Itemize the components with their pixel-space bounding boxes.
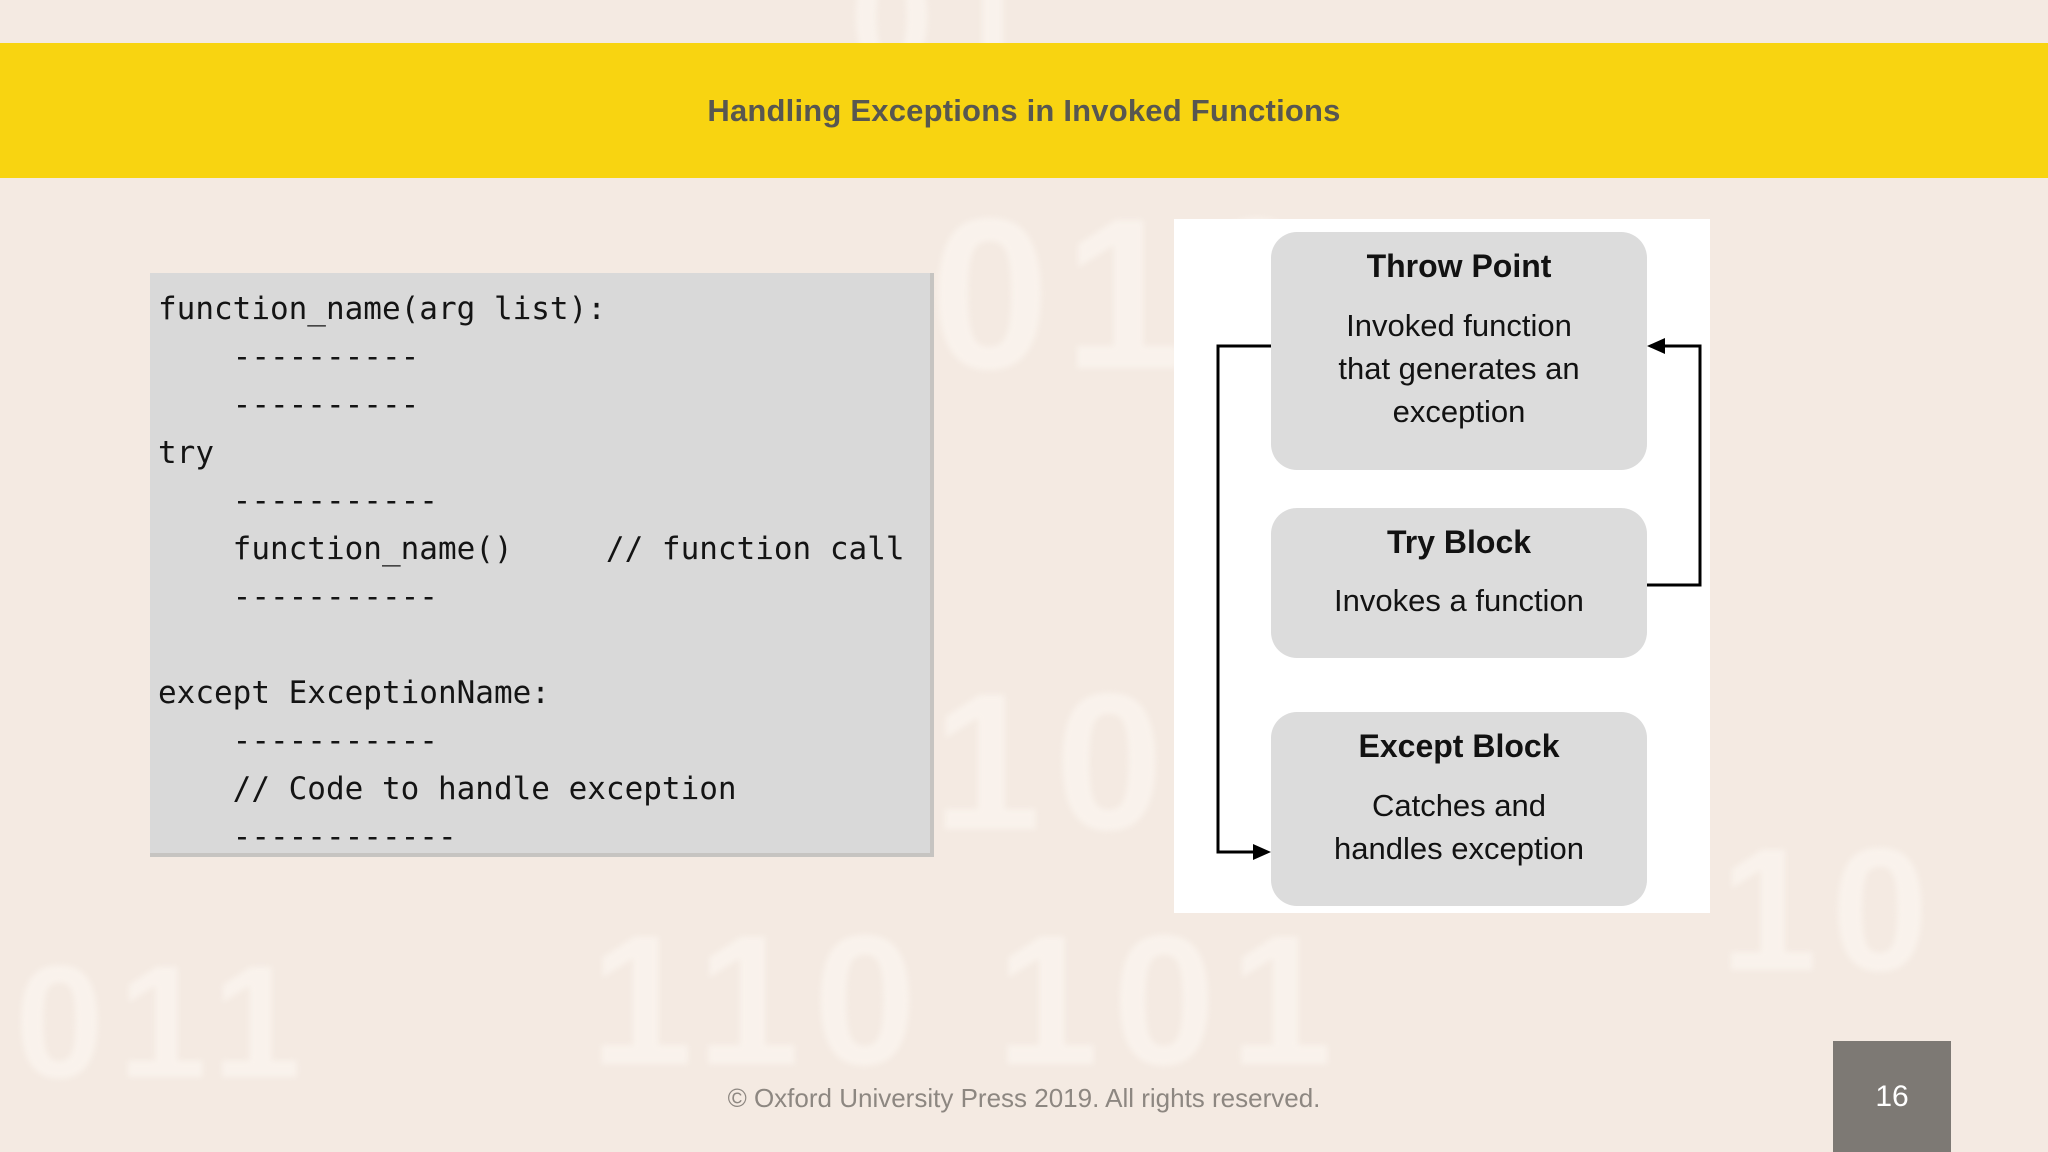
diagram-box-try-block: Try Block Invokes a function [1271, 508, 1647, 658]
throw-to-except-connector [1216, 344, 1271, 854]
arrow-into-except-icon [1253, 844, 1271, 860]
diagram-box-except-block: Except Block Catches and handles excepti… [1271, 712, 1647, 906]
box-title: Except Block [1358, 728, 1560, 764]
box-body: Catches and handles exception [1334, 787, 1584, 866]
code-text: function_name(arg list): ---------- ----… [158, 291, 905, 855]
box-body: Invoked function that generates an excep… [1338, 308, 1580, 429]
watermark-digits: 011 [15, 932, 316, 1111]
title-banner: Handling Exceptions in Invoked Functions [0, 43, 2048, 178]
watermark-digits: 10 [1720, 813, 1943, 1008]
code-panel: function_name(arg list): ---------- ----… [150, 273, 934, 857]
page-number-box: 16 [1833, 1041, 1951, 1152]
watermark-digits: 110 101 [590, 898, 1347, 1104]
slide-title: Handling Exceptions in Invoked Functions [707, 92, 1341, 128]
page-number: 16 [1875, 1079, 1909, 1113]
box-body: Invokes a function [1334, 583, 1584, 618]
try-to-throw-connector [1647, 344, 1702, 587]
box-title: Try Block [1386, 524, 1532, 560]
arrow-into-throw-icon [1647, 338, 1665, 354]
flow-connectors [1216, 338, 1702, 860]
diagram-panel: Throw Point Invoked function that genera… [1174, 219, 1710, 913]
diagram-box-throw-point: Throw Point Invoked function that genera… [1271, 232, 1647, 470]
copyright-text: © Oxford University Press 2019. All righ… [727, 1083, 1321, 1113]
box-title: Throw Point [1366, 248, 1552, 284]
